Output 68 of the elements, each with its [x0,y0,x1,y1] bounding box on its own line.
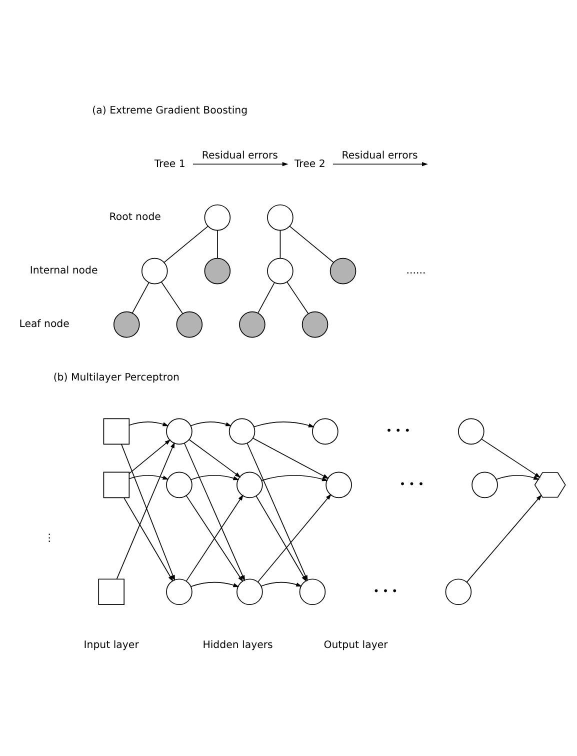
connector [289,226,334,263]
node-circle [326,472,352,498]
arrow [184,442,245,582]
arrow [481,438,541,478]
node-circle [445,578,472,606]
arrow [261,474,328,482]
node-circle [236,472,263,498]
arrow [466,494,542,583]
node-circle [166,578,192,606]
arrow [254,422,314,428]
node-text: Tree 2 [294,158,326,170]
label: • • • [373,586,398,598]
node-circle [113,311,140,338]
connector [280,230,281,259]
node-circle [267,258,294,284]
arrow [190,422,232,426]
node-circle [166,472,192,498]
node-circle [330,258,356,284]
node-box [98,578,124,606]
label: Root node [109,212,161,224]
label: Output layer [324,640,388,651]
label: (a) Extreme Gradient Boosting [92,105,248,116]
arrow [128,474,169,480]
edge-label: Residual errors [342,150,418,162]
node-circle [166,418,192,445]
node-box [103,472,130,498]
label: Internal node [30,266,98,277]
node-circle [228,418,256,445]
arrow [252,438,329,479]
node-circle [141,258,168,284]
label: ...... [406,266,426,277]
arrow [332,162,428,166]
node-circle [458,418,484,445]
label: • • • [400,480,424,491]
label: • • • [386,426,410,438]
label: ⋮ [44,533,54,544]
arrow [128,439,171,474]
node-circle [267,204,294,231]
arrow [128,422,169,426]
arrow [192,162,288,166]
node-circle [239,311,266,338]
node-circle [302,311,328,338]
node-circle [472,472,498,498]
connector [160,281,183,314]
arrow [496,474,540,480]
connector [217,230,218,259]
arrow [124,498,174,582]
connector [164,226,208,263]
label: Input layer [84,640,139,651]
connector [258,282,275,314]
connector [286,281,309,314]
node-box [103,418,130,445]
edge-label: Residual errors [202,150,278,162]
label: Hidden layers [202,640,273,651]
label: (b) Multilayer Perceptron [53,372,180,384]
arrow [188,439,241,478]
node-circle [176,311,203,338]
node-circle [312,418,338,445]
node-text: Tree 1 [154,158,186,170]
arrow [190,582,240,588]
node-circle [236,578,263,606]
connector [132,282,150,314]
arrow [190,474,240,480]
node-circle [299,578,326,606]
arrow [260,582,302,587]
label: Leaf node [19,319,70,330]
node-circle [204,258,231,284]
node-circle [204,204,231,231]
